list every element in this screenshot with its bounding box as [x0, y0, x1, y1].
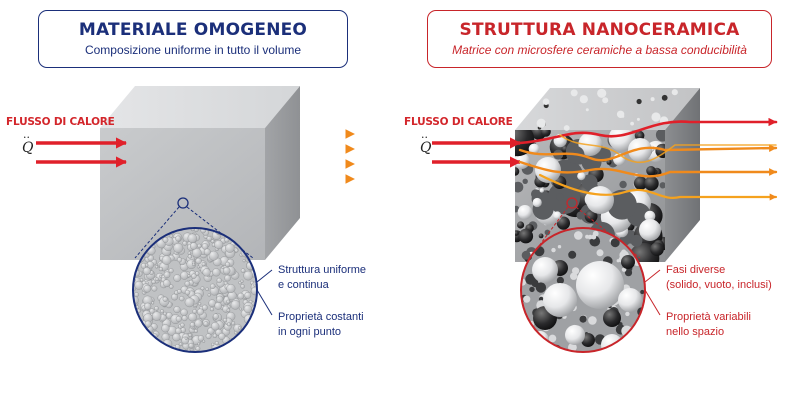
right-heat-symbol: ··Q [420, 140, 431, 156]
left-heat-symbol: ··Q [22, 140, 33, 156]
right-flux-label: FLUSSO DI CALORE [404, 116, 513, 128]
right-note-properties: Proprietà variabili nello spazio [666, 310, 751, 340]
nanoceramic-zoom-circle [517, 228, 648, 356]
right-input-arrows [432, 143, 520, 162]
left-flux-label: FLUSSO DI CALORE [6, 116, 115, 128]
left-note-structure: Struttura uniforme e continua [278, 263, 366, 293]
left-note-properties: Proprietà costanti in ogni punto [278, 310, 364, 340]
right-note-phases: Fasi diverse (solido, vuoto, inclusi) [666, 263, 772, 293]
